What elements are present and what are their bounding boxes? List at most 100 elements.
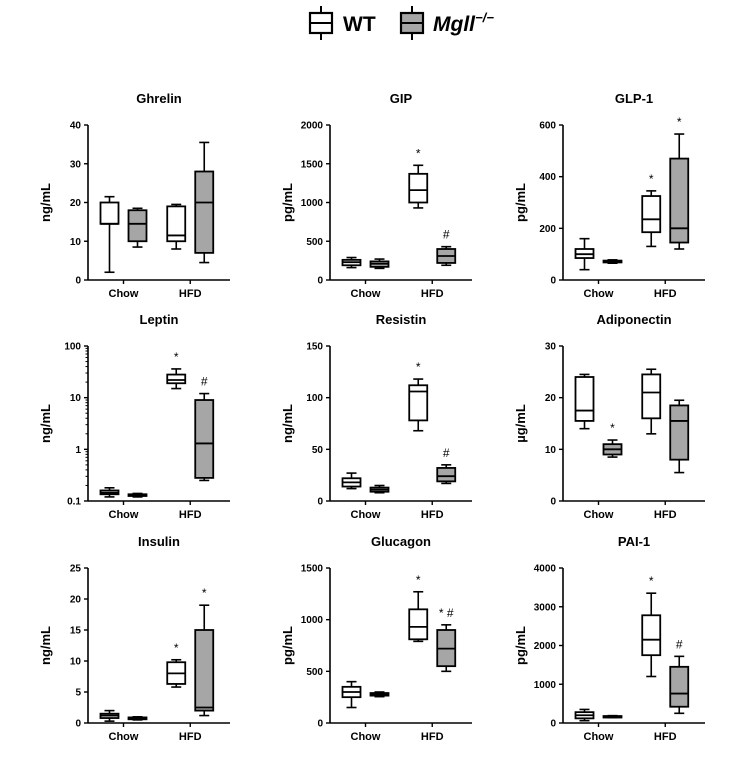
y-tick-label: 500 (306, 237, 323, 248)
box-body (641, 614, 662, 657)
box-mgll-chow (369, 484, 390, 494)
chart-title: Ghrelin (136, 91, 182, 106)
y-tick-label: 2000 (301, 121, 324, 132)
y-tick-label: 200 (539, 224, 556, 235)
significance-marker: * (649, 574, 654, 588)
significance-marker: * (174, 641, 179, 655)
y-tick-label: 0 (317, 719, 323, 730)
y-tick-label: 20 (70, 595, 82, 606)
x-tick-label: HFD (421, 509, 444, 521)
x-tick-label: HFD (421, 288, 444, 300)
box-body (436, 467, 457, 483)
significance-marker: * (610, 421, 615, 435)
x-tick-label: Chow (109, 731, 139, 743)
y-tick-label: 150 (306, 342, 323, 353)
box-wt-hfd: * (641, 574, 662, 678)
significance-marker: # (443, 228, 450, 242)
legend-mgll-name: Mgll (433, 13, 476, 36)
box-wt-chow (574, 373, 595, 430)
box-body (408, 172, 429, 204)
chart-title: Leptin (140, 312, 179, 327)
y-axis-label: ng/mL (38, 183, 53, 222)
y-tick-label: 50 (312, 445, 324, 456)
box-wt-hfd (166, 203, 187, 250)
x-tick-label: Chow (584, 731, 614, 743)
box-wt-hfd: * (408, 146, 429, 209)
y-tick-label: 25 (70, 564, 82, 575)
box-mgll-hfd: * # (436, 606, 457, 673)
y-tick-label: 1500 (301, 564, 324, 575)
box-mgll-hfd: # (669, 637, 690, 715)
box-body (669, 665, 690, 708)
significance-marker: # (676, 637, 683, 651)
chart-title: Insulin (138, 534, 180, 549)
box-mgll-chow (127, 715, 148, 721)
y-tick-label: 10 (70, 237, 82, 248)
legend-wt-swatch (308, 6, 334, 40)
y-tick-label: 400 (539, 172, 556, 183)
box-body (408, 384, 429, 422)
box-mgll-hfd: * (669, 115, 690, 250)
x-tick-label: Chow (351, 731, 381, 743)
box-wt-chow (574, 708, 595, 722)
x-tick-label: HFD (654, 731, 677, 743)
x-tick-label: HFD (179, 288, 202, 300)
x-tick-label: Chow (109, 509, 139, 521)
x-tick-label: Chow (109, 288, 139, 300)
y-axis-label: pg/mL (513, 183, 528, 222)
y-tick-label: 1 (75, 445, 81, 456)
y-axis-label: ng/mL (38, 404, 53, 443)
legend-mgll-superscript: −/− (475, 10, 494, 25)
y-axis-label: pg/mL (280, 626, 295, 665)
box-mgll-chow (602, 259, 623, 265)
box-mgll-chow: * (602, 421, 623, 458)
x-tick-label: HFD (654, 509, 677, 521)
box-body (194, 170, 215, 254)
box-body (99, 201, 120, 225)
chart-title: GIP (390, 91, 413, 106)
chart-title: Glucagon (371, 534, 431, 549)
y-tick-label: 2000 (534, 641, 557, 652)
y-tick-label: 4000 (534, 564, 557, 575)
y-tick-label: 10 (70, 393, 82, 404)
y-tick-label: 0 (317, 497, 323, 508)
box-mgll-hfd: # (436, 446, 457, 485)
box-mgll-hfd: * (194, 586, 215, 717)
box-body (166, 205, 187, 243)
legend-item-wt: WT (308, 6, 376, 40)
y-tick-label: 500 (306, 667, 323, 678)
box-wt-chow (341, 472, 362, 490)
box-mgll-hfd (669, 399, 690, 474)
box-body (166, 373, 187, 385)
box-mgll-hfd: # (436, 228, 457, 267)
y-tick-label: 0 (317, 276, 323, 287)
y-axis-label: ng/mL (38, 626, 53, 665)
box-mgll-chow (369, 258, 390, 270)
box-wt-chow (341, 680, 362, 709)
y-tick-label: 0 (75, 276, 81, 287)
box-wt-chow (341, 256, 362, 269)
significance-marker: * # (439, 606, 454, 620)
y-tick-label: 30 (545, 342, 557, 353)
significance-marker: * (202, 586, 207, 600)
legend-item-mgll: Mgll−/− (399, 6, 494, 40)
box-mgll-chow (127, 492, 148, 498)
box-body (408, 608, 429, 641)
box-wt-hfd: * (641, 172, 662, 248)
y-axis-label: µg/mL (513, 404, 528, 443)
y-tick-label: 1000 (301, 198, 324, 209)
significance-marker: * (416, 146, 421, 160)
box-body (669, 157, 690, 244)
box-wt-chow (99, 487, 120, 498)
chart-title: Resistin (376, 312, 427, 327)
box-wt-hfd (641, 368, 662, 435)
y-axis-label: pg/mL (513, 626, 528, 665)
legend: WT Mgll−/− (308, 6, 494, 40)
legend-wt-label: WT (343, 13, 376, 36)
